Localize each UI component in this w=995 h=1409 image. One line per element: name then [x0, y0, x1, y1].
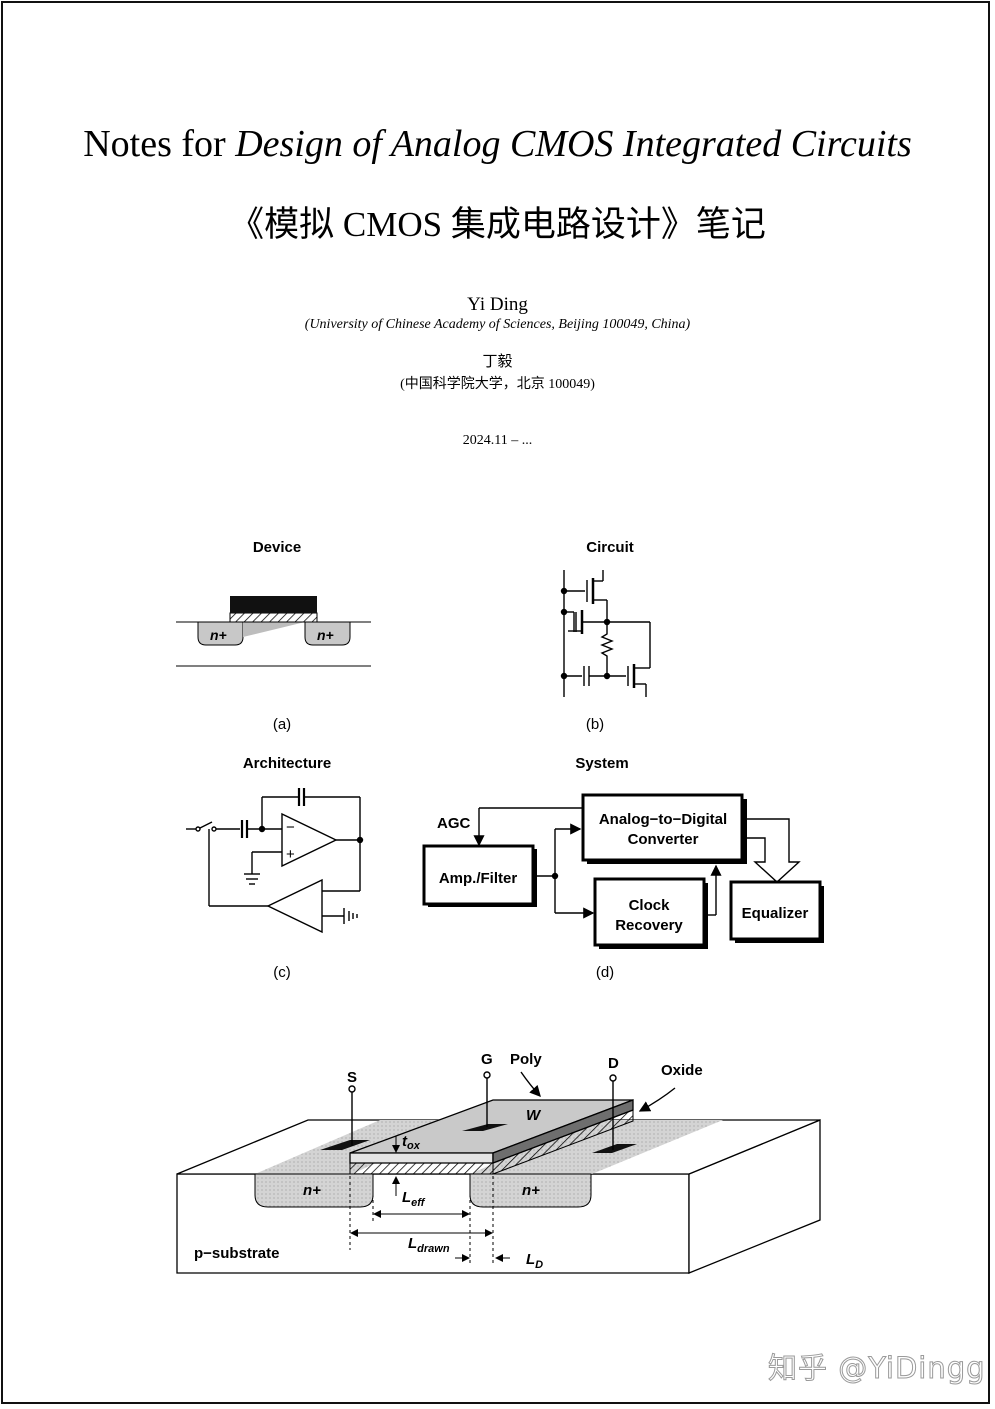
author-name: Yi Ding: [467, 294, 528, 315]
drain-terminal-label: D: [608, 1055, 619, 1072]
clock-label-line2: Recovery: [615, 917, 683, 934]
n-plus-label-left: n+: [210, 627, 227, 643]
drain-diffusion: [304, 621, 351, 646]
adc-block: [581, 793, 744, 862]
author-affiliation-chinese: (中国科学院大学，北京 100049): [400, 377, 595, 392]
gate-oxide-slab: [349, 1162, 494, 1175]
document-title-chinese: 《模拟 CMOS 集成电路设计》笔记: [229, 205, 766, 244]
mosfet-3d-figure: S G D Poly Oxide W tox Leff Ldrawn LD n+…: [176, 1051, 821, 1274]
ldrawn-label: Ldrawn: [408, 1235, 450, 1255]
n-plus-source-label: n+: [303, 1182, 321, 1199]
drain-top: [470, 1120, 723, 1174]
agc-label: AGC: [437, 815, 471, 832]
figure-a-caption: (a): [272, 716, 292, 733]
n-plus-label-right: n+: [317, 627, 334, 643]
width-label: W: [526, 1107, 542, 1124]
leff-label: Leff: [402, 1189, 426, 1209]
clock-label-line1: Clock: [629, 897, 671, 914]
poly-label: Poly: [510, 1051, 542, 1068]
amp-filter-block: [422, 844, 535, 906]
ld-label: LD: [526, 1251, 543, 1271]
adc-label-line1: Analog−to−Digital: [599, 811, 727, 828]
figure-c-title: Architecture: [242, 755, 332, 772]
tox-label: tox: [402, 1133, 421, 1152]
n-plus-drain-label: n+: [522, 1182, 540, 1199]
author-name-chinese: 丁毅: [482, 354, 513, 370]
gate-terminal-label: G: [481, 1051, 493, 1068]
source-well: [254, 1173, 374, 1208]
drain-well: [469, 1173, 592, 1208]
gate-oxide: [229, 612, 318, 623]
figure-d-caption: (d): [595, 964, 615, 981]
author-affiliation: (University of Chinese Academy of Scienc…: [304, 317, 691, 332]
zhihu-watermark: 知乎 @YiDingg: [768, 1351, 986, 1386]
figure-b-circuit: [560, 570, 651, 697]
source-terminal-label: S: [347, 1069, 357, 1086]
figure-a-device: n+ n+: [176, 596, 371, 667]
adc-label-line2: Converter: [628, 831, 699, 848]
gate-poly: [230, 596, 317, 613]
opamp-minus-label: −: [286, 819, 295, 836]
document-title: Notes for Design of Analog CMOS Integrat…: [83, 123, 912, 165]
figure-d-system: AGC Amp./Filter Analog−to−Digital Conver…: [422, 793, 824, 949]
document-date: 2024.11 – ...: [462, 433, 533, 448]
figure-b-title: Circuit: [586, 539, 634, 556]
channel: [243, 622, 305, 637]
figure-d-title: System: [575, 755, 629, 772]
figure-c-architecture: − +: [186, 788, 364, 934]
figure-b-caption: (b): [585, 716, 605, 733]
opamp-plus-label: +: [286, 846, 295, 863]
equalizer-block: [729, 880, 822, 941]
amp-filter-label: Amp./Filter: [439, 870, 518, 887]
substrate-label: p−substrate: [194, 1245, 279, 1262]
figure-a-title: Device: [252, 539, 302, 556]
equalizer-label: Equalizer: [742, 905, 809, 922]
oxide-label: Oxide: [661, 1062, 703, 1079]
clock-recovery-block: [593, 877, 706, 947]
figure-c-caption: (c): [273, 964, 291, 981]
source-diffusion: [197, 621, 244, 646]
